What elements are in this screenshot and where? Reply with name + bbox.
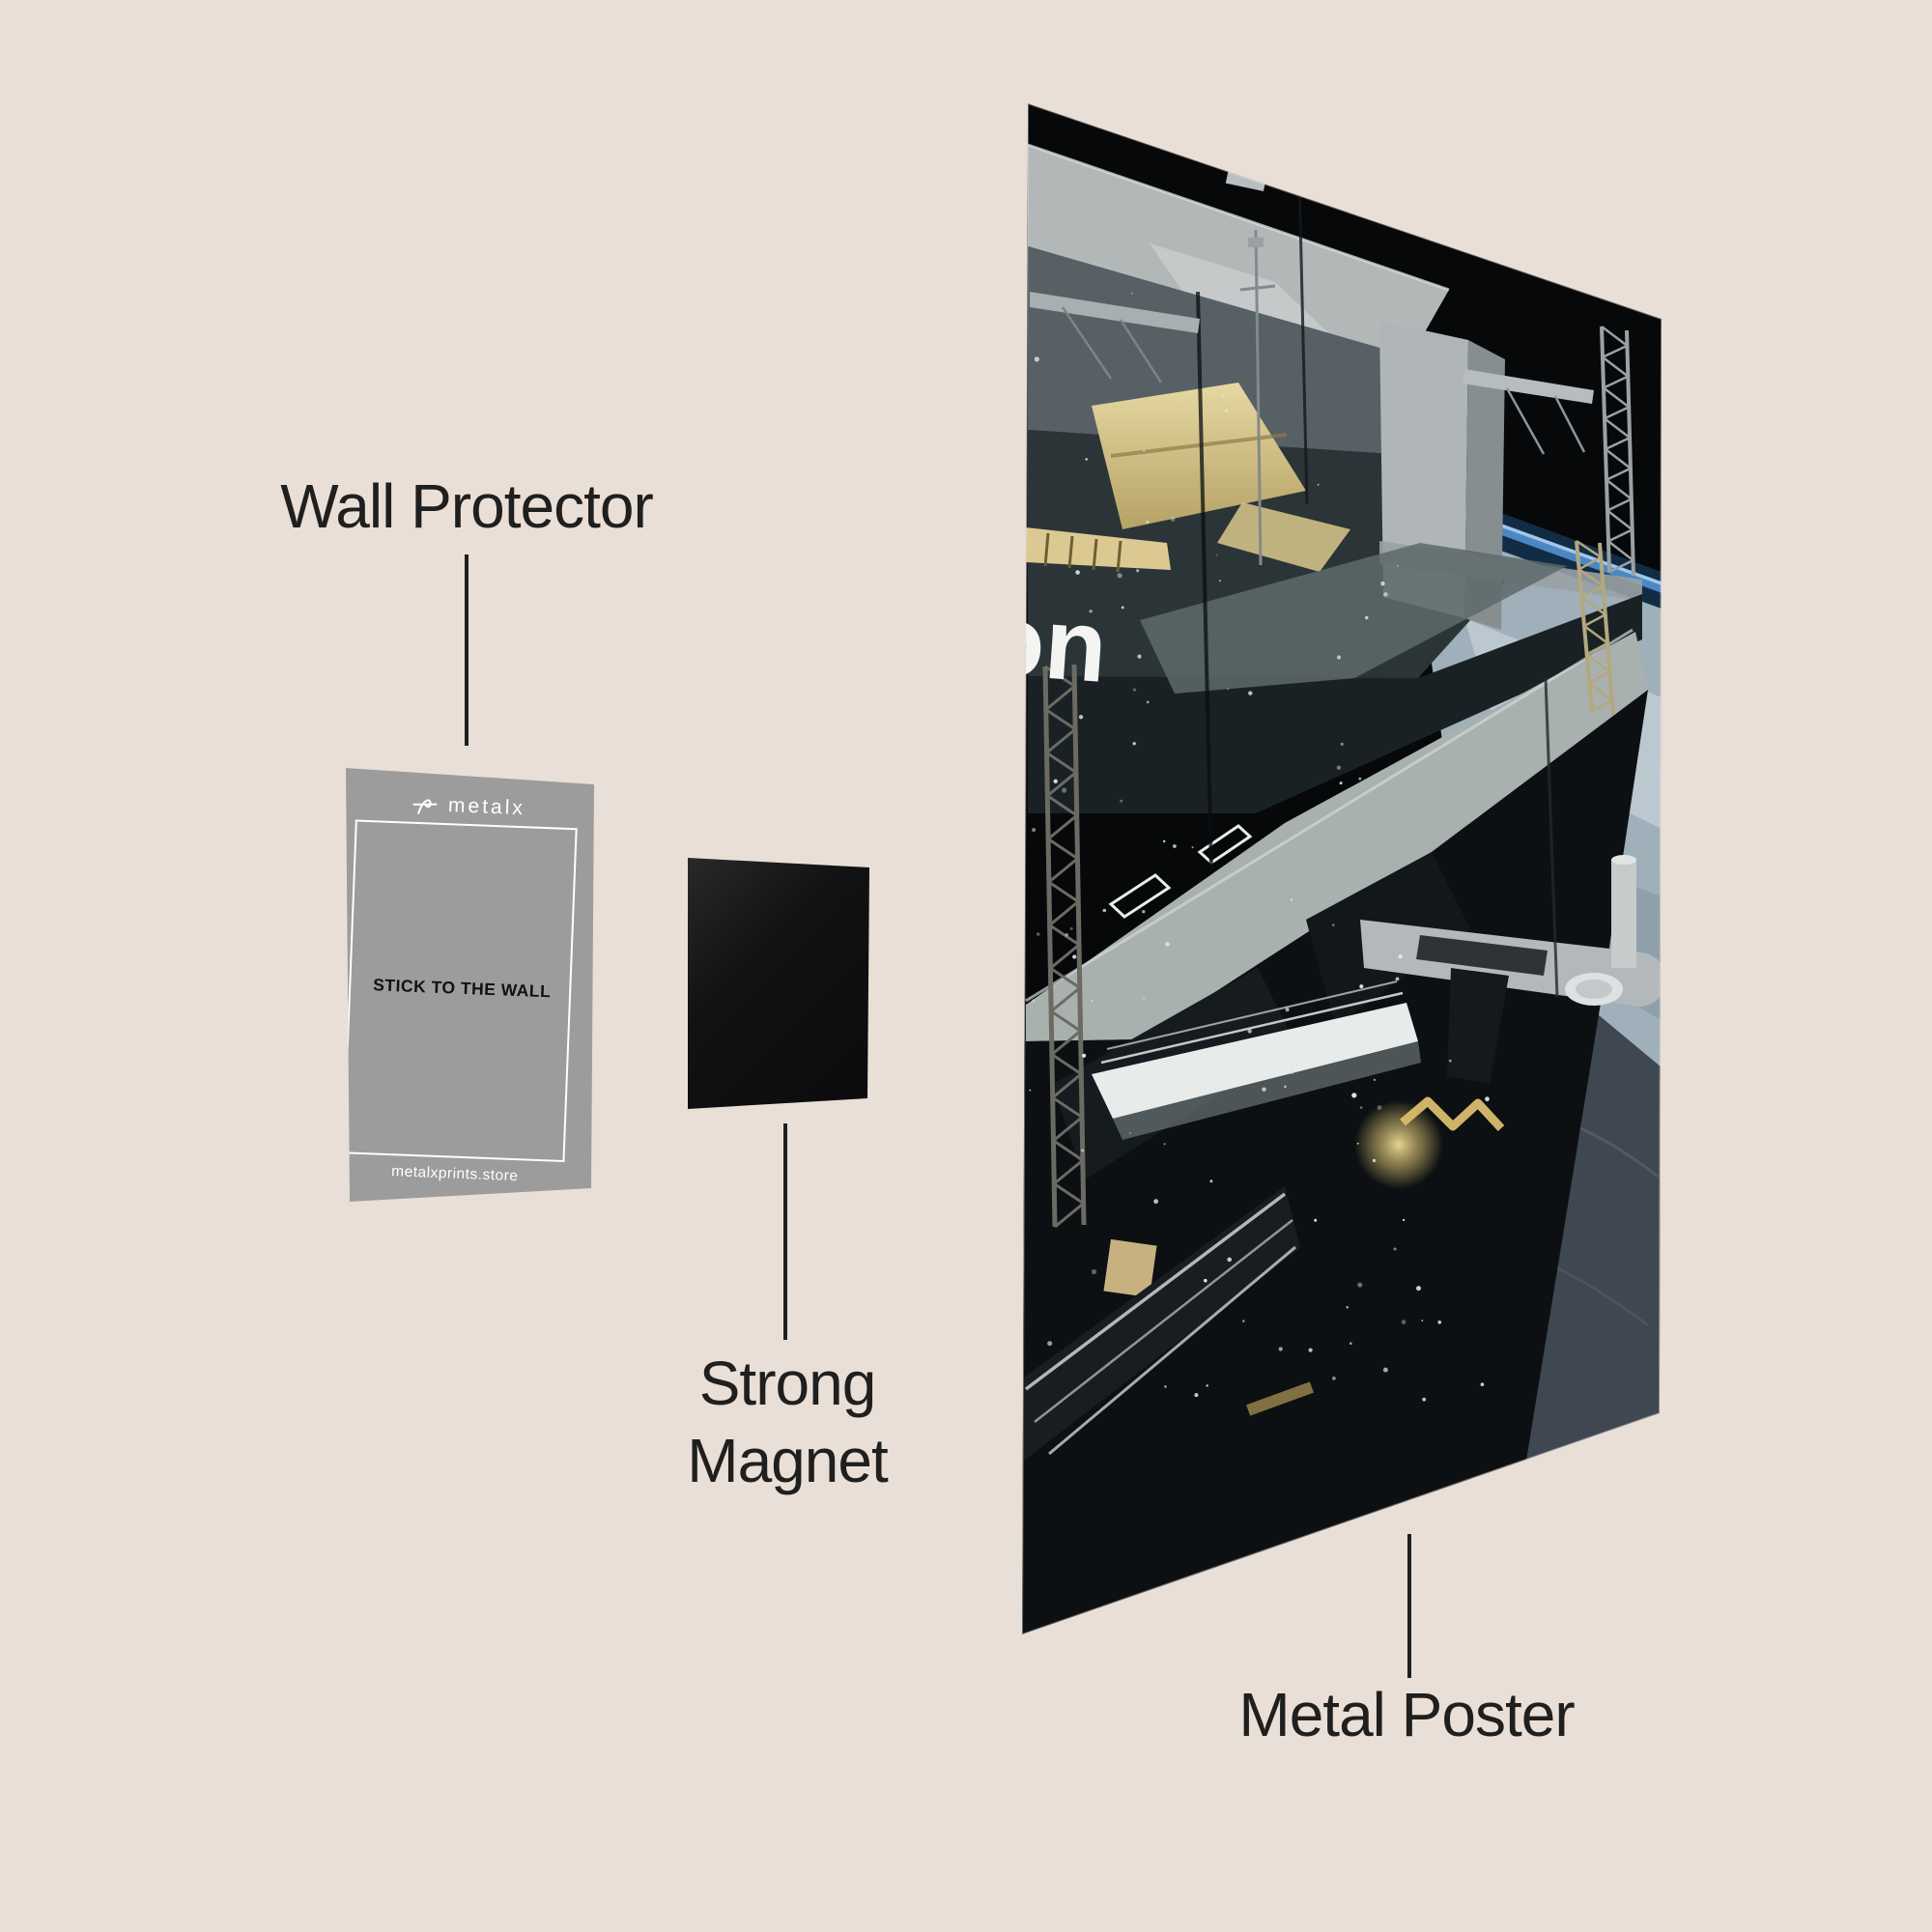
lattice-rungs (1044, 326, 1635, 1229)
strong-magnet (688, 858, 869, 1109)
space-station-art (1022, 143, 1662, 1634)
strong-magnet-leader-line (783, 1123, 787, 1340)
poster-partial-text: on (980, 582, 1111, 704)
wall-protector-label: Wall Protector (280, 471, 654, 541)
metalx-logo: metalx (346, 790, 594, 823)
wall-protector-card: metalx STICK TO THE WALL metalxprints.st… (346, 768, 594, 1202)
strong-magnet-label: Strong Magnet (546, 1345, 1029, 1499)
metalx-logo-icon (412, 799, 438, 814)
metal-poster-label: Metal Poster (1238, 1680, 1575, 1749)
wall-protector-card-face: metalx STICK TO THE WALL metalxprints.st… (346, 768, 594, 1202)
hull-lights (1029, 292, 1490, 1402)
poster-artwork: on (980, 103, 1662, 1634)
metal-poster-leader-line (1407, 1534, 1411, 1678)
strong-magnet-label-line1: Strong (698, 1349, 877, 1418)
wall-protector-leader-line (465, 554, 469, 746)
strong-magnet-label-line2: Magnet (687, 1426, 888, 1495)
